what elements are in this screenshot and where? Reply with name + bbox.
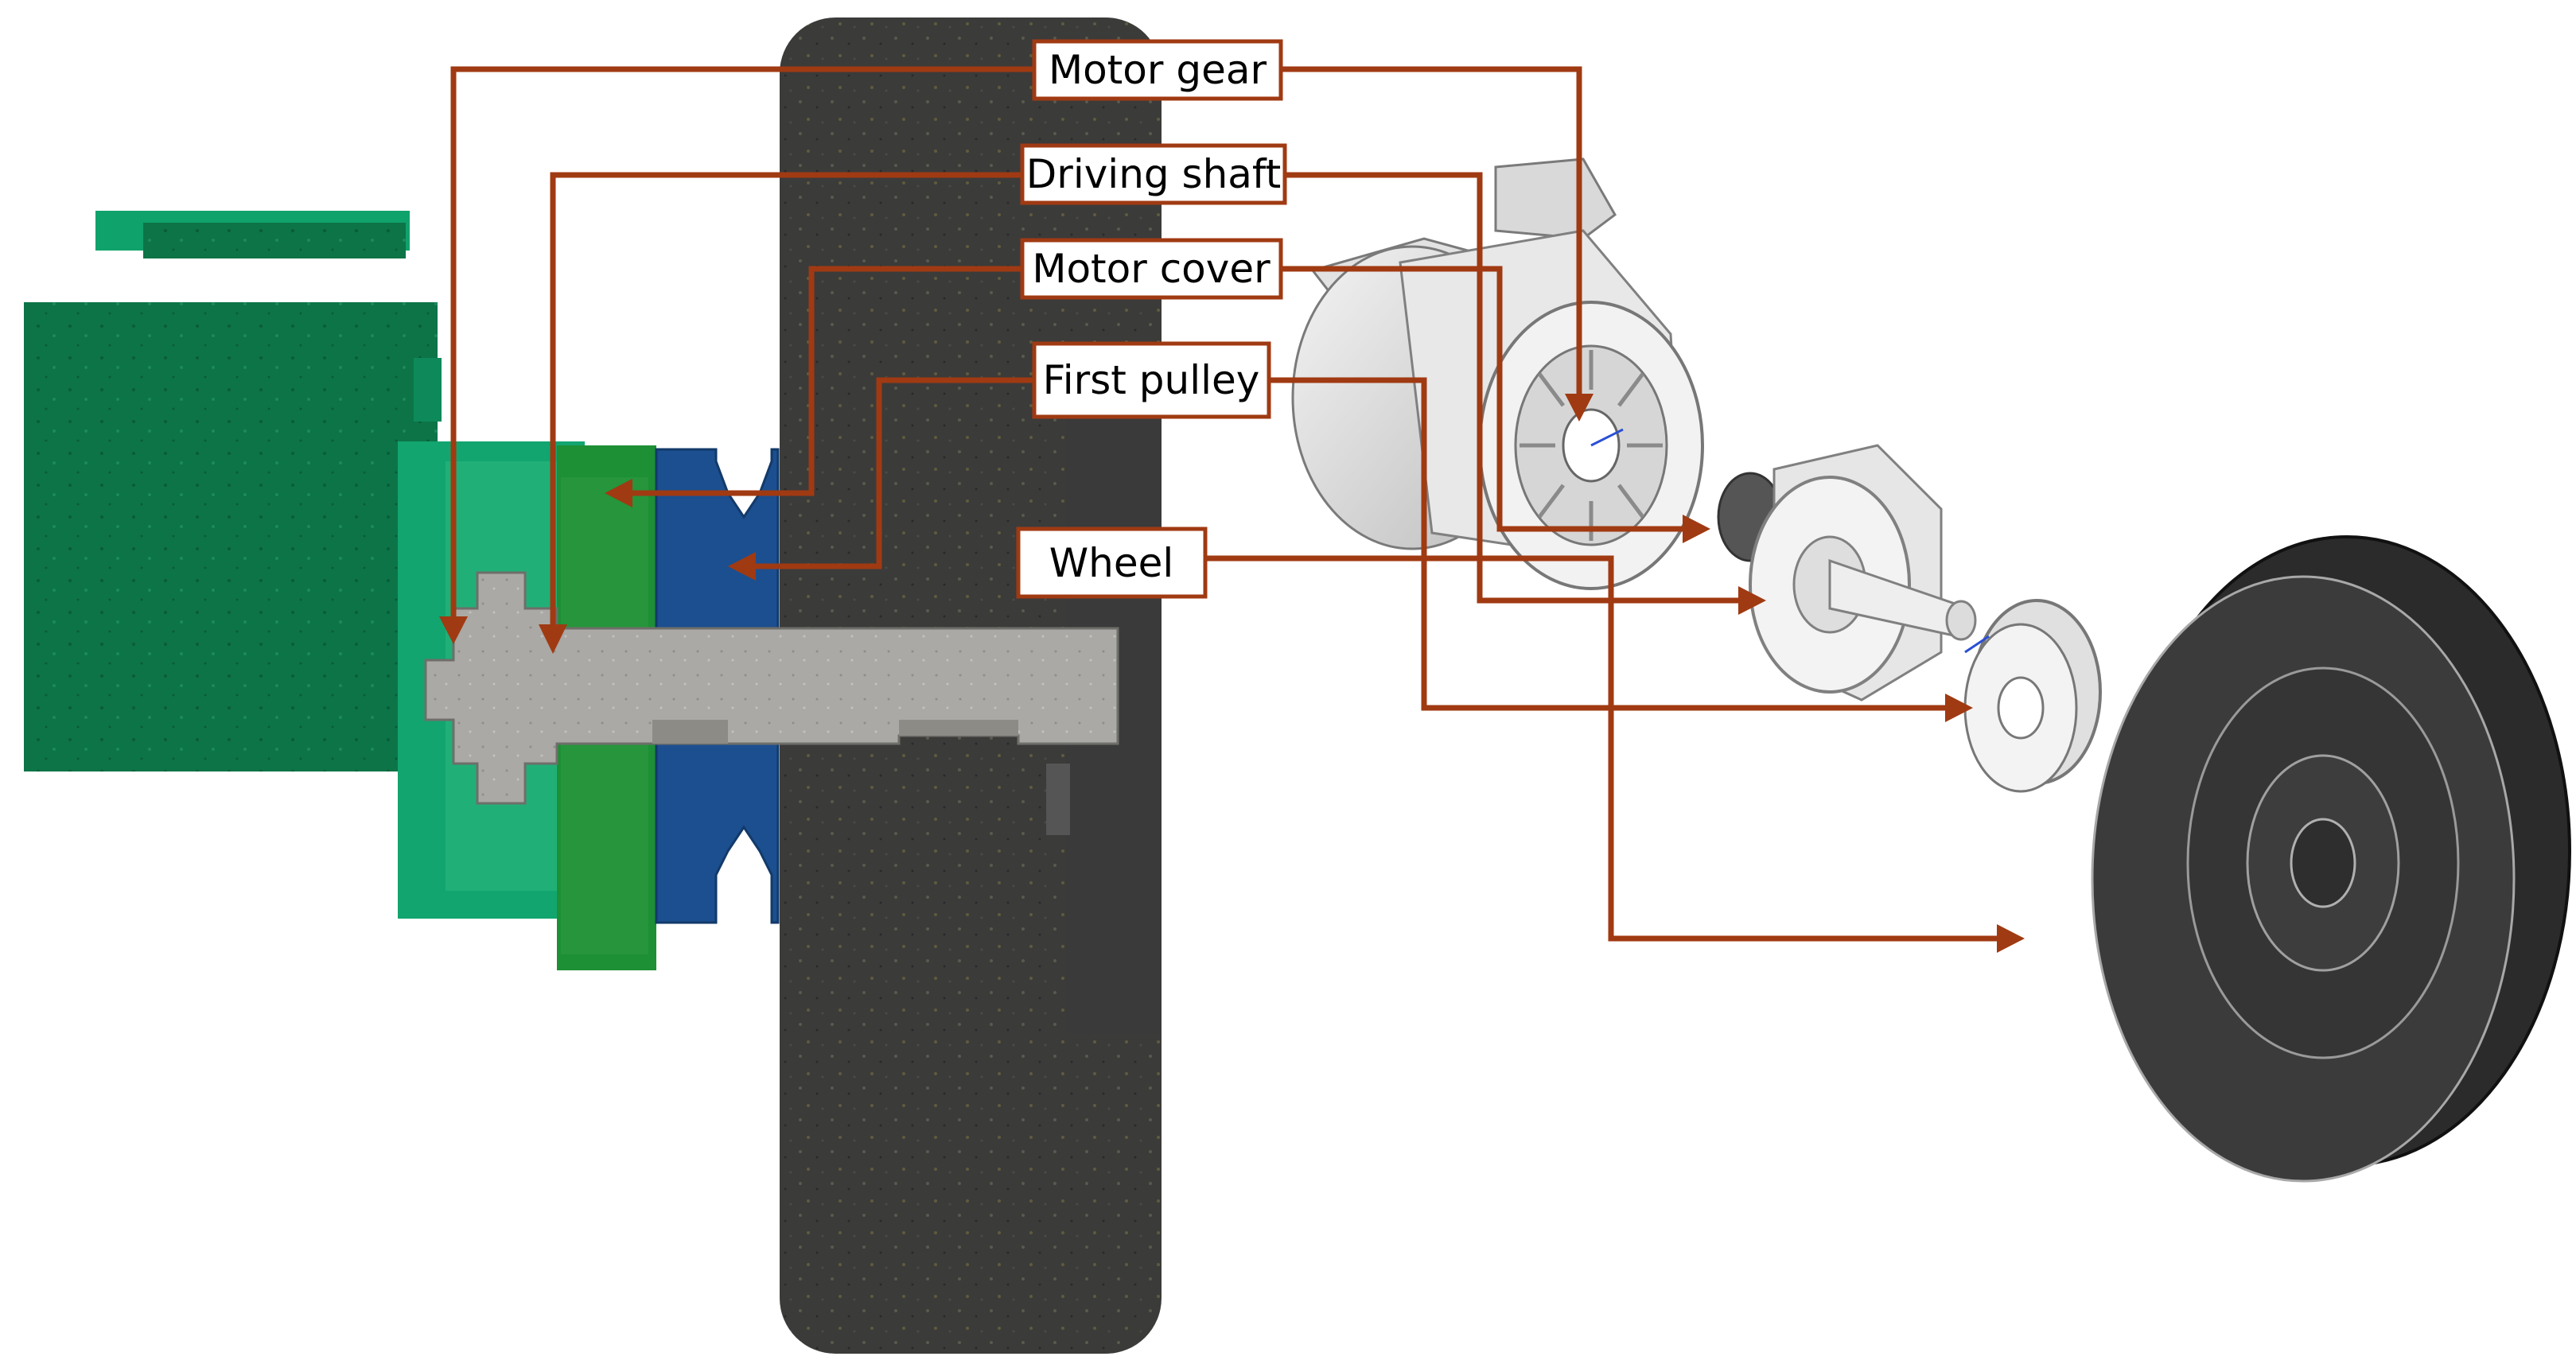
label-motor-gear: Motor gear xyxy=(1032,39,1283,101)
labels: Motor gear Driving shaft Motor cover Fir… xyxy=(1016,39,1287,599)
label-motor-cover-text: Motor cover xyxy=(1032,246,1270,292)
arrow-motor-gear-left xyxy=(439,616,468,644)
exploded-view xyxy=(1291,157,2571,1183)
first-pulley-exploded xyxy=(1963,599,2102,793)
motor-gear-exploded xyxy=(1717,444,1977,701)
label-motor-cover: Motor cover xyxy=(1020,238,1283,300)
motor-cover-exploded xyxy=(1291,157,1704,590)
arrow-first-pulley-right xyxy=(1945,694,1973,722)
arrow-motor-cover-left xyxy=(605,479,632,507)
leader-first-pulley-left xyxy=(752,377,1034,569)
leader-motor-gear-right xyxy=(1281,66,1582,398)
arrow-wheel xyxy=(1997,924,2025,953)
arrow-motor-gear-right xyxy=(1565,394,1593,422)
arrow-driving-shaft-left xyxy=(539,624,567,654)
leader-lines xyxy=(439,66,2025,953)
arrow-motor-cover-right xyxy=(1683,515,1710,543)
arrow-first-pulley-left xyxy=(728,552,756,581)
leader-driving-shaft-left xyxy=(550,172,1022,628)
motor-body-section xyxy=(24,211,442,771)
label-driving-shaft: Driving shaft xyxy=(1020,143,1287,205)
label-motor-gear-text: Motor gear xyxy=(1049,47,1267,93)
arrow-driving-shaft-right xyxy=(1738,586,1766,615)
leader-motor-gear-left xyxy=(450,66,1034,620)
leader-first-pulley-right xyxy=(1269,377,1949,711)
section-view xyxy=(24,17,1162,1354)
label-wheel-text: Wheel xyxy=(1049,540,1174,586)
label-driving-shaft-text: Driving shaft xyxy=(1026,151,1281,197)
wheel-exploded xyxy=(2091,535,2571,1183)
leader-motor-cover-left xyxy=(628,266,1022,496)
leader-wheel xyxy=(1205,555,2001,942)
leader-motor-cover-right xyxy=(1281,266,1687,532)
label-first-pulley-text: First pulley xyxy=(1043,357,1260,403)
label-wheel: Wheel xyxy=(1016,527,1208,599)
label-first-pulley: First pulley xyxy=(1032,341,1271,419)
